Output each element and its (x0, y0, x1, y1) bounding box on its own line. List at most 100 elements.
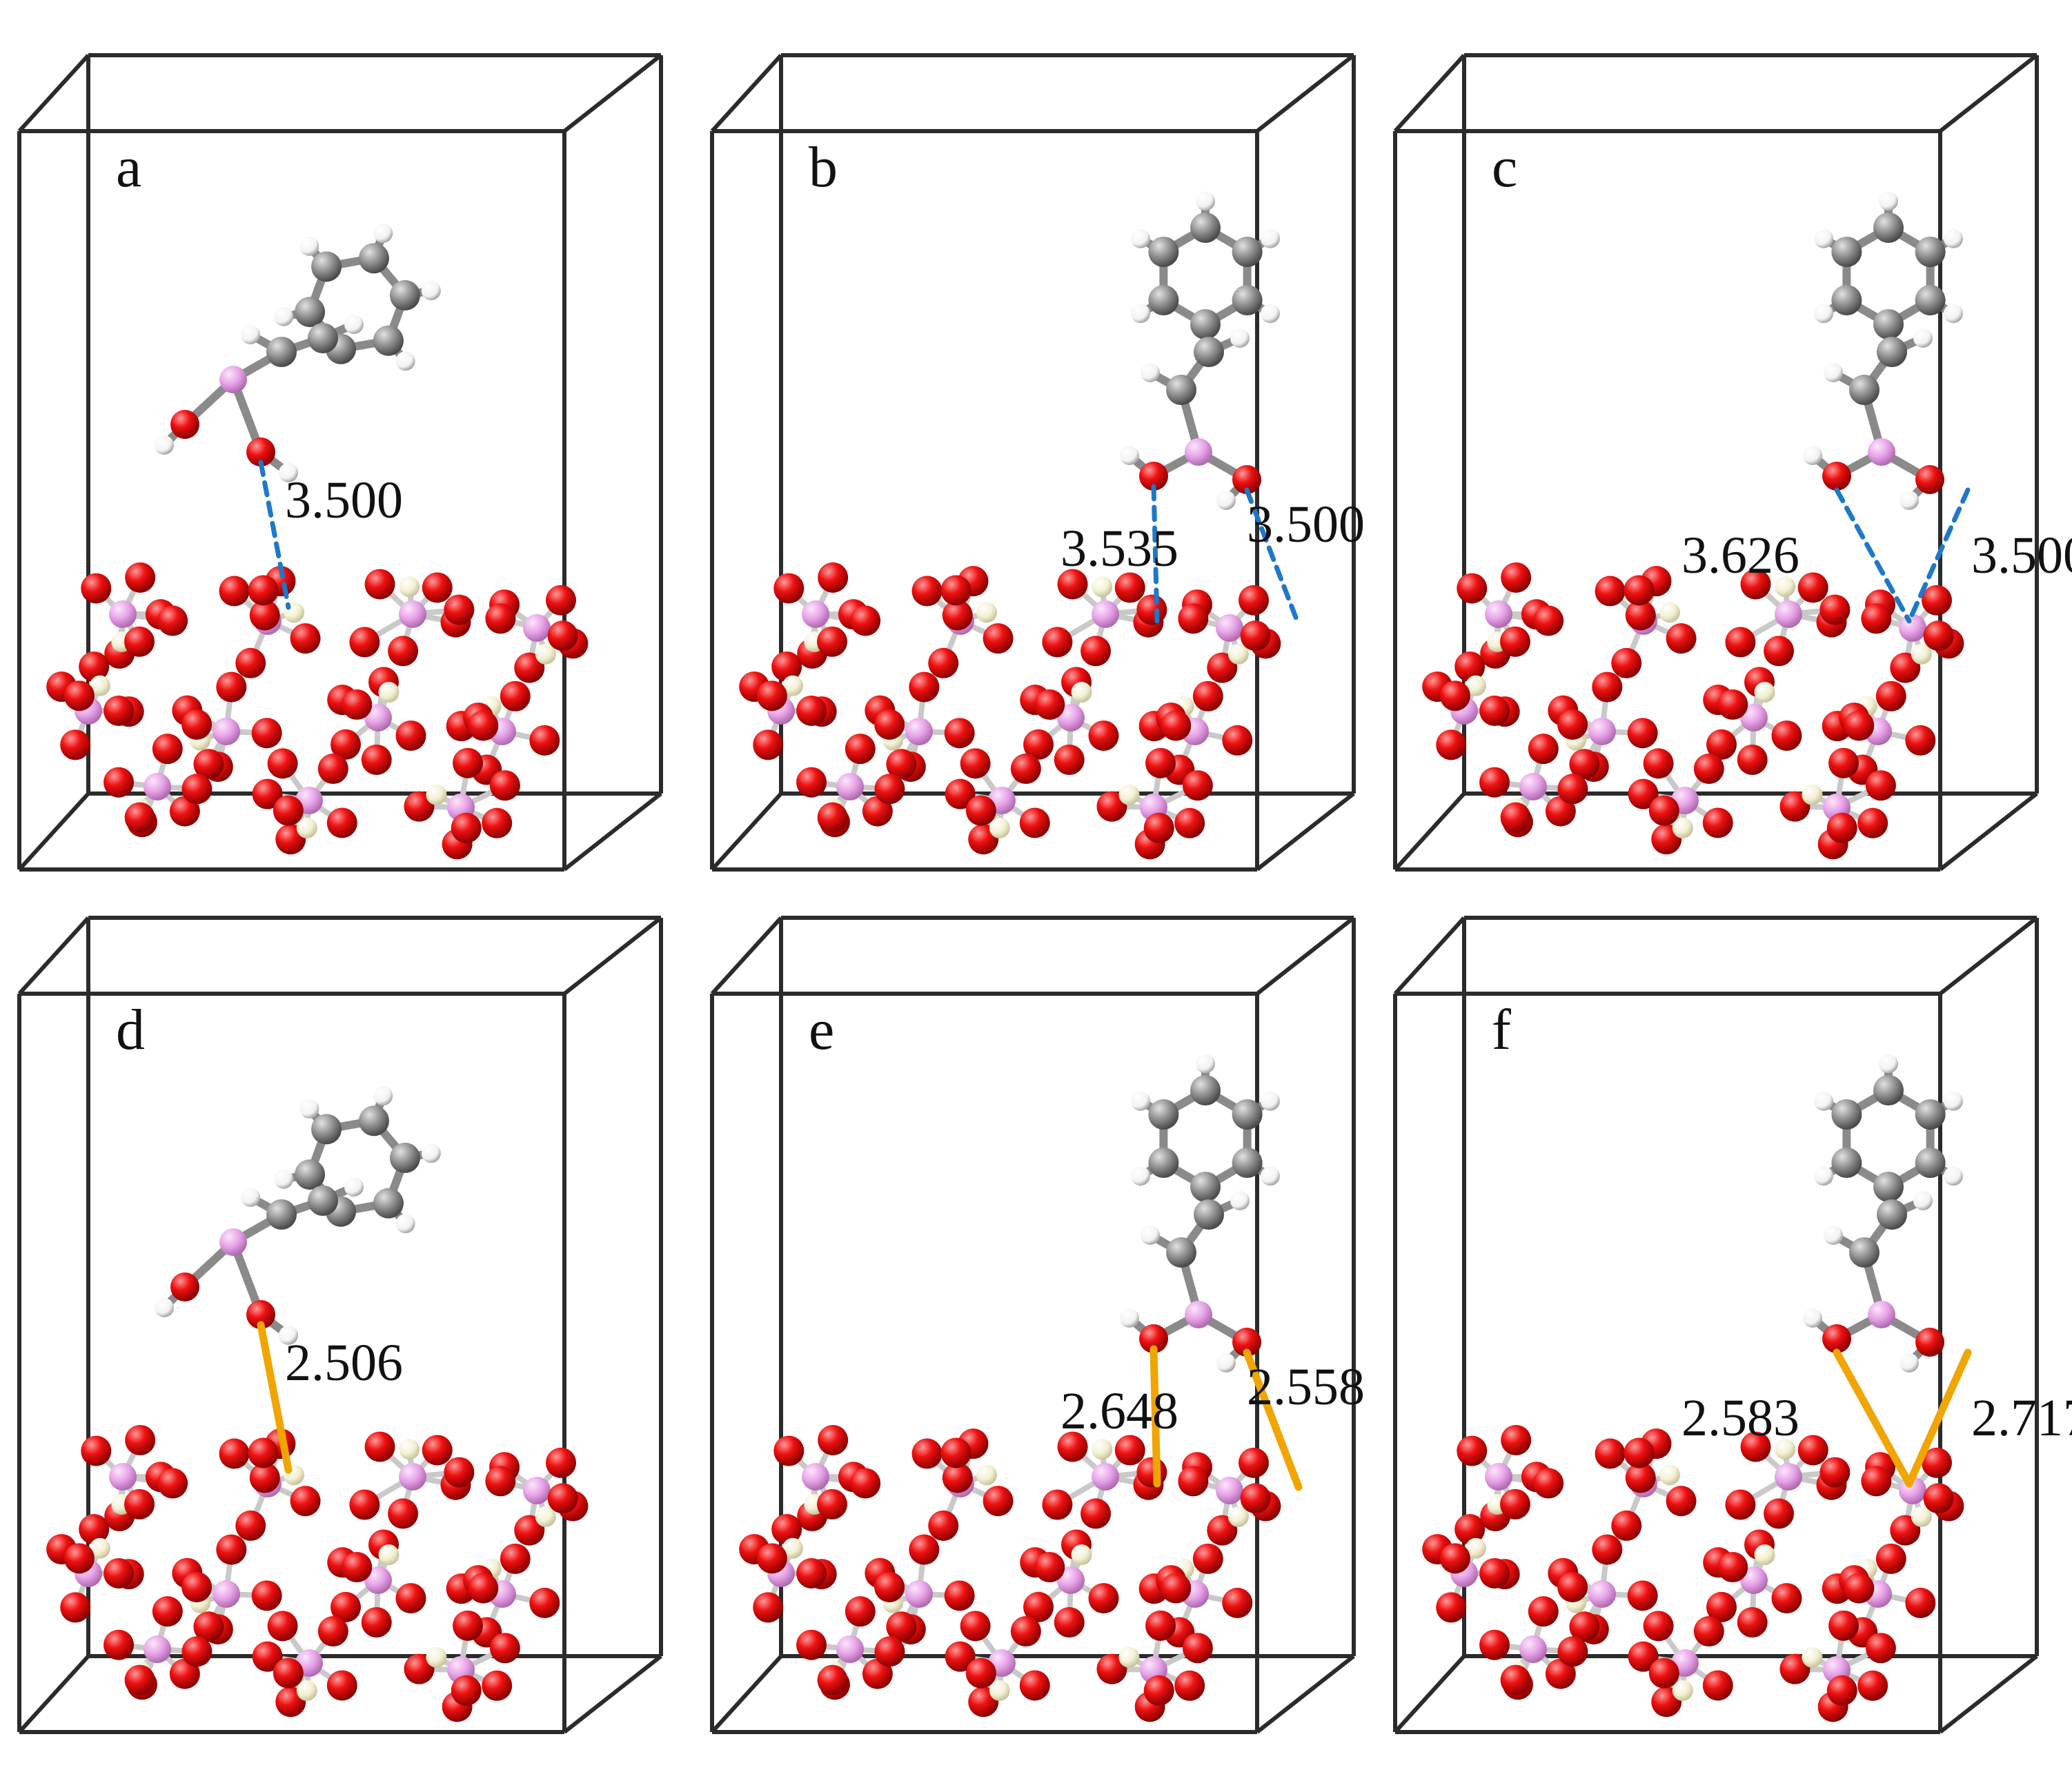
surface-oxygen-atom (771, 1514, 802, 1545)
surface-oxygen-atom (944, 1580, 975, 1611)
surface-oxygen-atom (545, 584, 576, 616)
surface-oxygen-atom (850, 1468, 881, 1499)
surface-oxygen-atom (753, 729, 784, 760)
adsorbed-molecule (1803, 191, 1963, 510)
surface-oxygen-atom (169, 1658, 200, 1689)
hydrogen-atom (1260, 228, 1280, 248)
surface-oxygen-atom (796, 695, 827, 726)
surface-boron-atom (1485, 1463, 1512, 1491)
hydrogen-atom (1131, 1091, 1151, 1111)
surface-oxygen-atom (928, 647, 959, 678)
carbon-atom (1877, 337, 1907, 367)
surface-oxygen-atom (152, 1596, 183, 1627)
surface-oxygen-atom (330, 729, 362, 760)
carbon-atom (1849, 1237, 1879, 1268)
hydrogen-atom (1260, 1091, 1280, 1111)
carbon-atom (311, 251, 342, 282)
surface-oxygen-atom (1081, 1498, 1112, 1529)
hydrogen-atom (1216, 491, 1236, 510)
hydrogen-atom (1141, 1226, 1160, 1245)
hydrogen-atom (344, 1177, 364, 1197)
surface-oxygen-atom (1693, 754, 1724, 785)
surface-oxygen-atom (1828, 1610, 1859, 1641)
surface-oxygen-atom (219, 576, 250, 607)
surface-oxygen-atom (1143, 812, 1174, 843)
surface-oxygen-atom (267, 1611, 298, 1642)
oxygen-atom (1915, 465, 1944, 494)
carbon-atom (1148, 1148, 1179, 1178)
surface-hydrogen-atom (1659, 602, 1680, 623)
surface-oxygen-atom (756, 1543, 787, 1574)
surface-oxygen-atom (1019, 807, 1050, 838)
surface-oxygen-atom (817, 626, 848, 657)
carbon-atom (1877, 1199, 1907, 1230)
surface-oxygen-atom (983, 1486, 1014, 1517)
surface-slab (739, 562, 1281, 860)
distance-label: 3.500 (1971, 527, 2072, 584)
surface-oxygen-atom (1643, 748, 1674, 779)
unit-cell-box (710, 53, 1356, 872)
surface-hydrogen-atom (1672, 817, 1693, 838)
surface-oxygen-atom (326, 1670, 357, 1701)
surface-oxygen-atom (453, 747, 484, 778)
surface-oxygen-atom (756, 680, 787, 711)
carbon-atom (1232, 1099, 1263, 1130)
surface-oxygen-atom (1628, 1641, 1659, 1672)
carbon-atom (373, 1188, 404, 1219)
surface-oxygen-atom (1890, 1515, 1921, 1546)
surface-oxygen-atom (1057, 569, 1088, 600)
carbon-atom (1873, 1172, 1904, 1202)
surface-oxygen-atom (942, 1462, 973, 1493)
surface-oxygen-atom (983, 623, 1014, 654)
distance-label: 3.500 (285, 471, 403, 529)
boron-atom (1868, 1301, 1895, 1328)
surface-boron-atom (1740, 1566, 1768, 1594)
surface-boron-atom (144, 1635, 171, 1663)
surface-boron-atom (1588, 1580, 1616, 1608)
surface-oxygen-atom (219, 1438, 250, 1469)
hydrogen-atom (1131, 228, 1151, 248)
surface-oxygen-atom (1717, 689, 1748, 720)
surface-oxygen-atom (862, 796, 893, 827)
carbon-atom (359, 243, 390, 274)
carbon-atom (389, 279, 420, 311)
surface-boron-atom (1216, 1477, 1243, 1504)
surface-oxygen-atom (63, 1543, 95, 1574)
surface-oxygen-atom (1595, 576, 1626, 607)
surface-oxygen-atom (1905, 725, 1936, 756)
surface-oxygen-atom (1857, 807, 1888, 838)
surface-oxygen-atom (773, 1435, 805, 1466)
carbon-atom (1831, 1148, 1862, 1178)
surface-oxygen-atom (388, 1498, 419, 1529)
distance-line (1834, 487, 1912, 624)
surface-oxygen-atom (1693, 1616, 1724, 1647)
surface-boron-atom (1519, 1635, 1547, 1663)
surface-oxygen-atom (485, 1466, 516, 1497)
surface-oxygen-atom (1648, 795, 1679, 826)
hydrogen-atom (274, 1169, 294, 1189)
surface-oxygen-atom (1161, 1573, 1192, 1604)
surface-oxygen-atom (248, 575, 279, 606)
surface-oxygen-atom (1479, 767, 1510, 798)
panel-letter: a (116, 135, 141, 199)
surface-oxygen-atom (1702, 1670, 1733, 1701)
surface-oxygen-atom (124, 626, 155, 657)
surface-oxygen-atom (422, 1435, 453, 1466)
panel-letter: f (1492, 998, 1511, 1062)
carbon-atom (1148, 285, 1179, 315)
surface-oxygen-atom (1826, 1675, 1857, 1706)
surface-oxygen-atom (1569, 1611, 1600, 1642)
surface-oxygen-atom (940, 1437, 971, 1468)
surface-oxygen-atom (773, 573, 805, 604)
carbon-atom (1148, 1099, 1179, 1130)
surface-oxygen-atom (1545, 1658, 1576, 1689)
surface-oxygen-atom (124, 1488, 155, 1520)
panel-letter: b (809, 135, 838, 199)
carbon-atom (1148, 237, 1179, 267)
panel-a: a 3.500 (17, 53, 663, 872)
surface-oxygen-atom (489, 1633, 520, 1664)
surface-oxygen-atom (1457, 1435, 1488, 1466)
distance-line (1833, 1348, 1913, 1488)
